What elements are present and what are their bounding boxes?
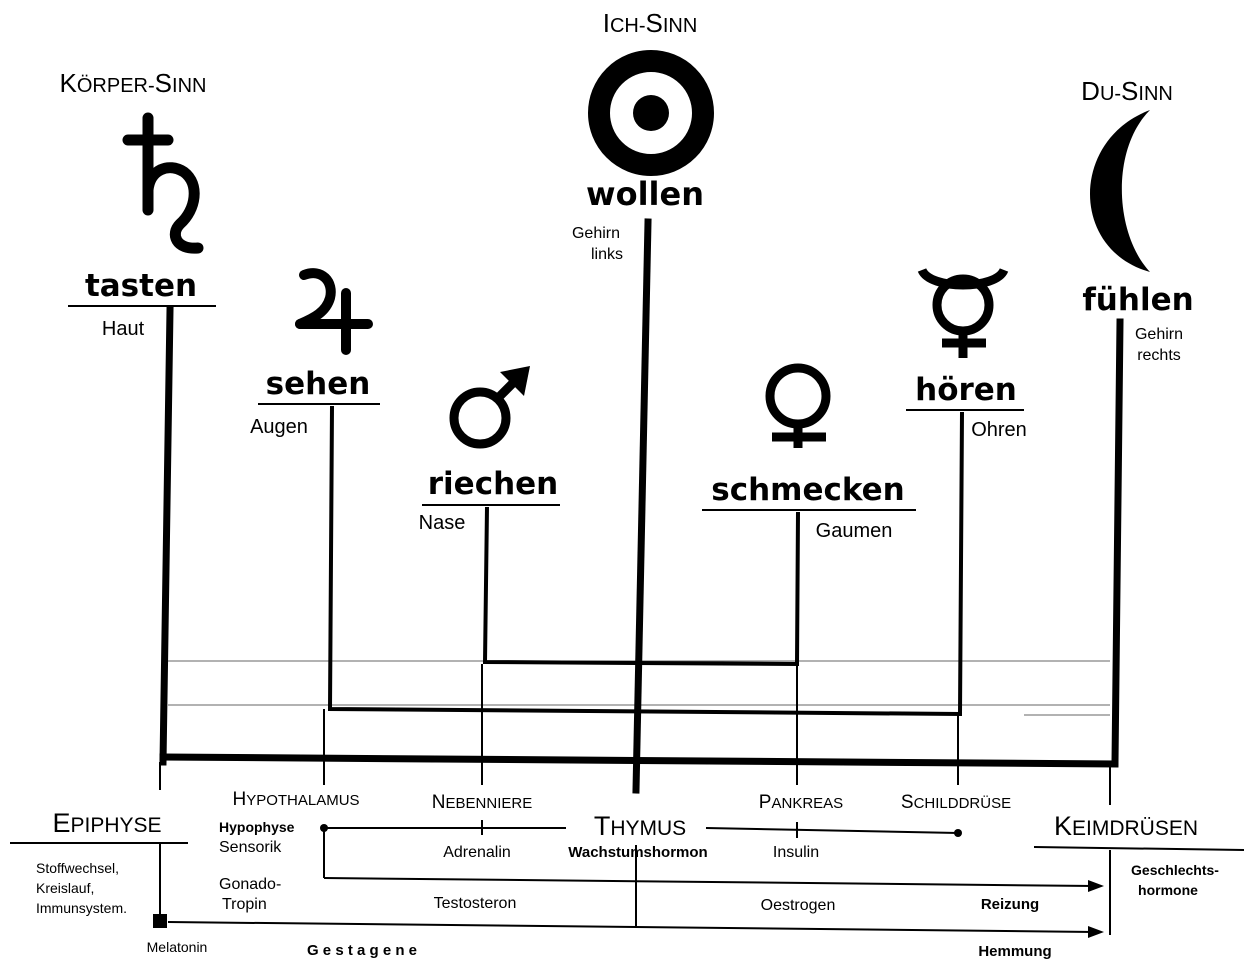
sense-connection-lines: [159, 218, 1124, 794]
sensorik-label: Sensorik: [219, 839, 282, 856]
gonado-label: Gonado-: [219, 876, 281, 893]
geschlechts-label: Geschlechts-: [1131, 862, 1219, 878]
saturn-icon: [122, 112, 204, 254]
schmecken-label: schmecken: [711, 472, 904, 508]
reizung-label: Reizung: [981, 896, 1039, 913]
hoeren-label: hören: [915, 372, 1017, 408]
jupiter-icon: [295, 268, 373, 355]
venus-icon: [765, 363, 831, 448]
gaumen-label: Gaumen: [816, 520, 893, 542]
stoffwechsel-label: Stoffwechsel,: [36, 860, 119, 876]
wachstumshormon-label: Wachstumshormon: [568, 844, 707, 861]
pankreas-label: PANKREAS: [759, 792, 843, 813]
gehirn-rechts-label-2: rechts: [1137, 347, 1181, 364]
melatonin-label: Melatonin: [147, 939, 208, 955]
immunsystem-label: Immunsystem.: [36, 900, 127, 916]
mars-icon: [449, 366, 530, 449]
oestrogen-label: Oestrogen: [761, 897, 836, 914]
du-sinn-title: DU-SINN: [1081, 76, 1173, 106]
gland-stubs: [159, 664, 1111, 805]
hormone-lines: [159, 820, 1111, 935]
gehirn-links-label: Gehirn: [572, 225, 620, 242]
haut-label: Haut: [102, 318, 145, 340]
inner-connection-lines: [327, 405, 964, 717]
tropin-label: Tropin: [222, 896, 267, 913]
sun-icon: [588, 50, 714, 176]
hormone-label: hormone: [1138, 882, 1198, 898]
adrenalin-label: Adrenalin: [443, 844, 511, 861]
hemmung-label: Hemmung: [978, 943, 1051, 960]
nebenniere-label: NEBENNIERE: [432, 792, 532, 813]
fuehlen-label: fühlen: [1082, 282, 1193, 318]
tasten-label: tasten: [85, 268, 197, 304]
augen-label: Augen: [250, 416, 308, 438]
insulin-label: Insulin: [773, 844, 819, 861]
nase-label: Nase: [419, 512, 466, 534]
hypophyse-label: Hypophyse: [219, 819, 295, 835]
thymus-label: THYMUS: [594, 811, 686, 841]
schilddruese-label: SCHILDDRÜSE: [901, 792, 1011, 813]
moon-icon: [1090, 110, 1150, 272]
gehirn-links-label-2: links: [591, 246, 623, 263]
epiphyse-label: EPIPHYSE: [52, 808, 161, 838]
gehirn-rechts-label: Gehirn: [1135, 326, 1183, 343]
gland-rules: [10, 842, 1245, 851]
keimdruesen-label: KEIMDRÜSEN: [1054, 811, 1198, 841]
hypothalamus-label: HYPOTHALAMUS: [232, 789, 359, 810]
koerper-sinn-title: KÖRPER-SINN: [60, 68, 207, 98]
verb-underlines: [68, 305, 1024, 511]
ohren-label: Ohren: [971, 419, 1027, 441]
sehen-label: sehen: [266, 366, 371, 402]
gestagene-label: G e s t a g e n e: [307, 942, 417, 959]
mercury-icon: [917, 267, 1009, 358]
wollen-label: wollen: [586, 175, 704, 213]
kreislauf-label: Kreislauf,: [36, 880, 94, 896]
testosteron-label: Testosteron: [434, 895, 517, 912]
ich-sinn-title: ICH-SINN: [603, 8, 698, 38]
riechen-label: riechen: [428, 466, 558, 502]
hormone-markers: [153, 824, 1104, 938]
